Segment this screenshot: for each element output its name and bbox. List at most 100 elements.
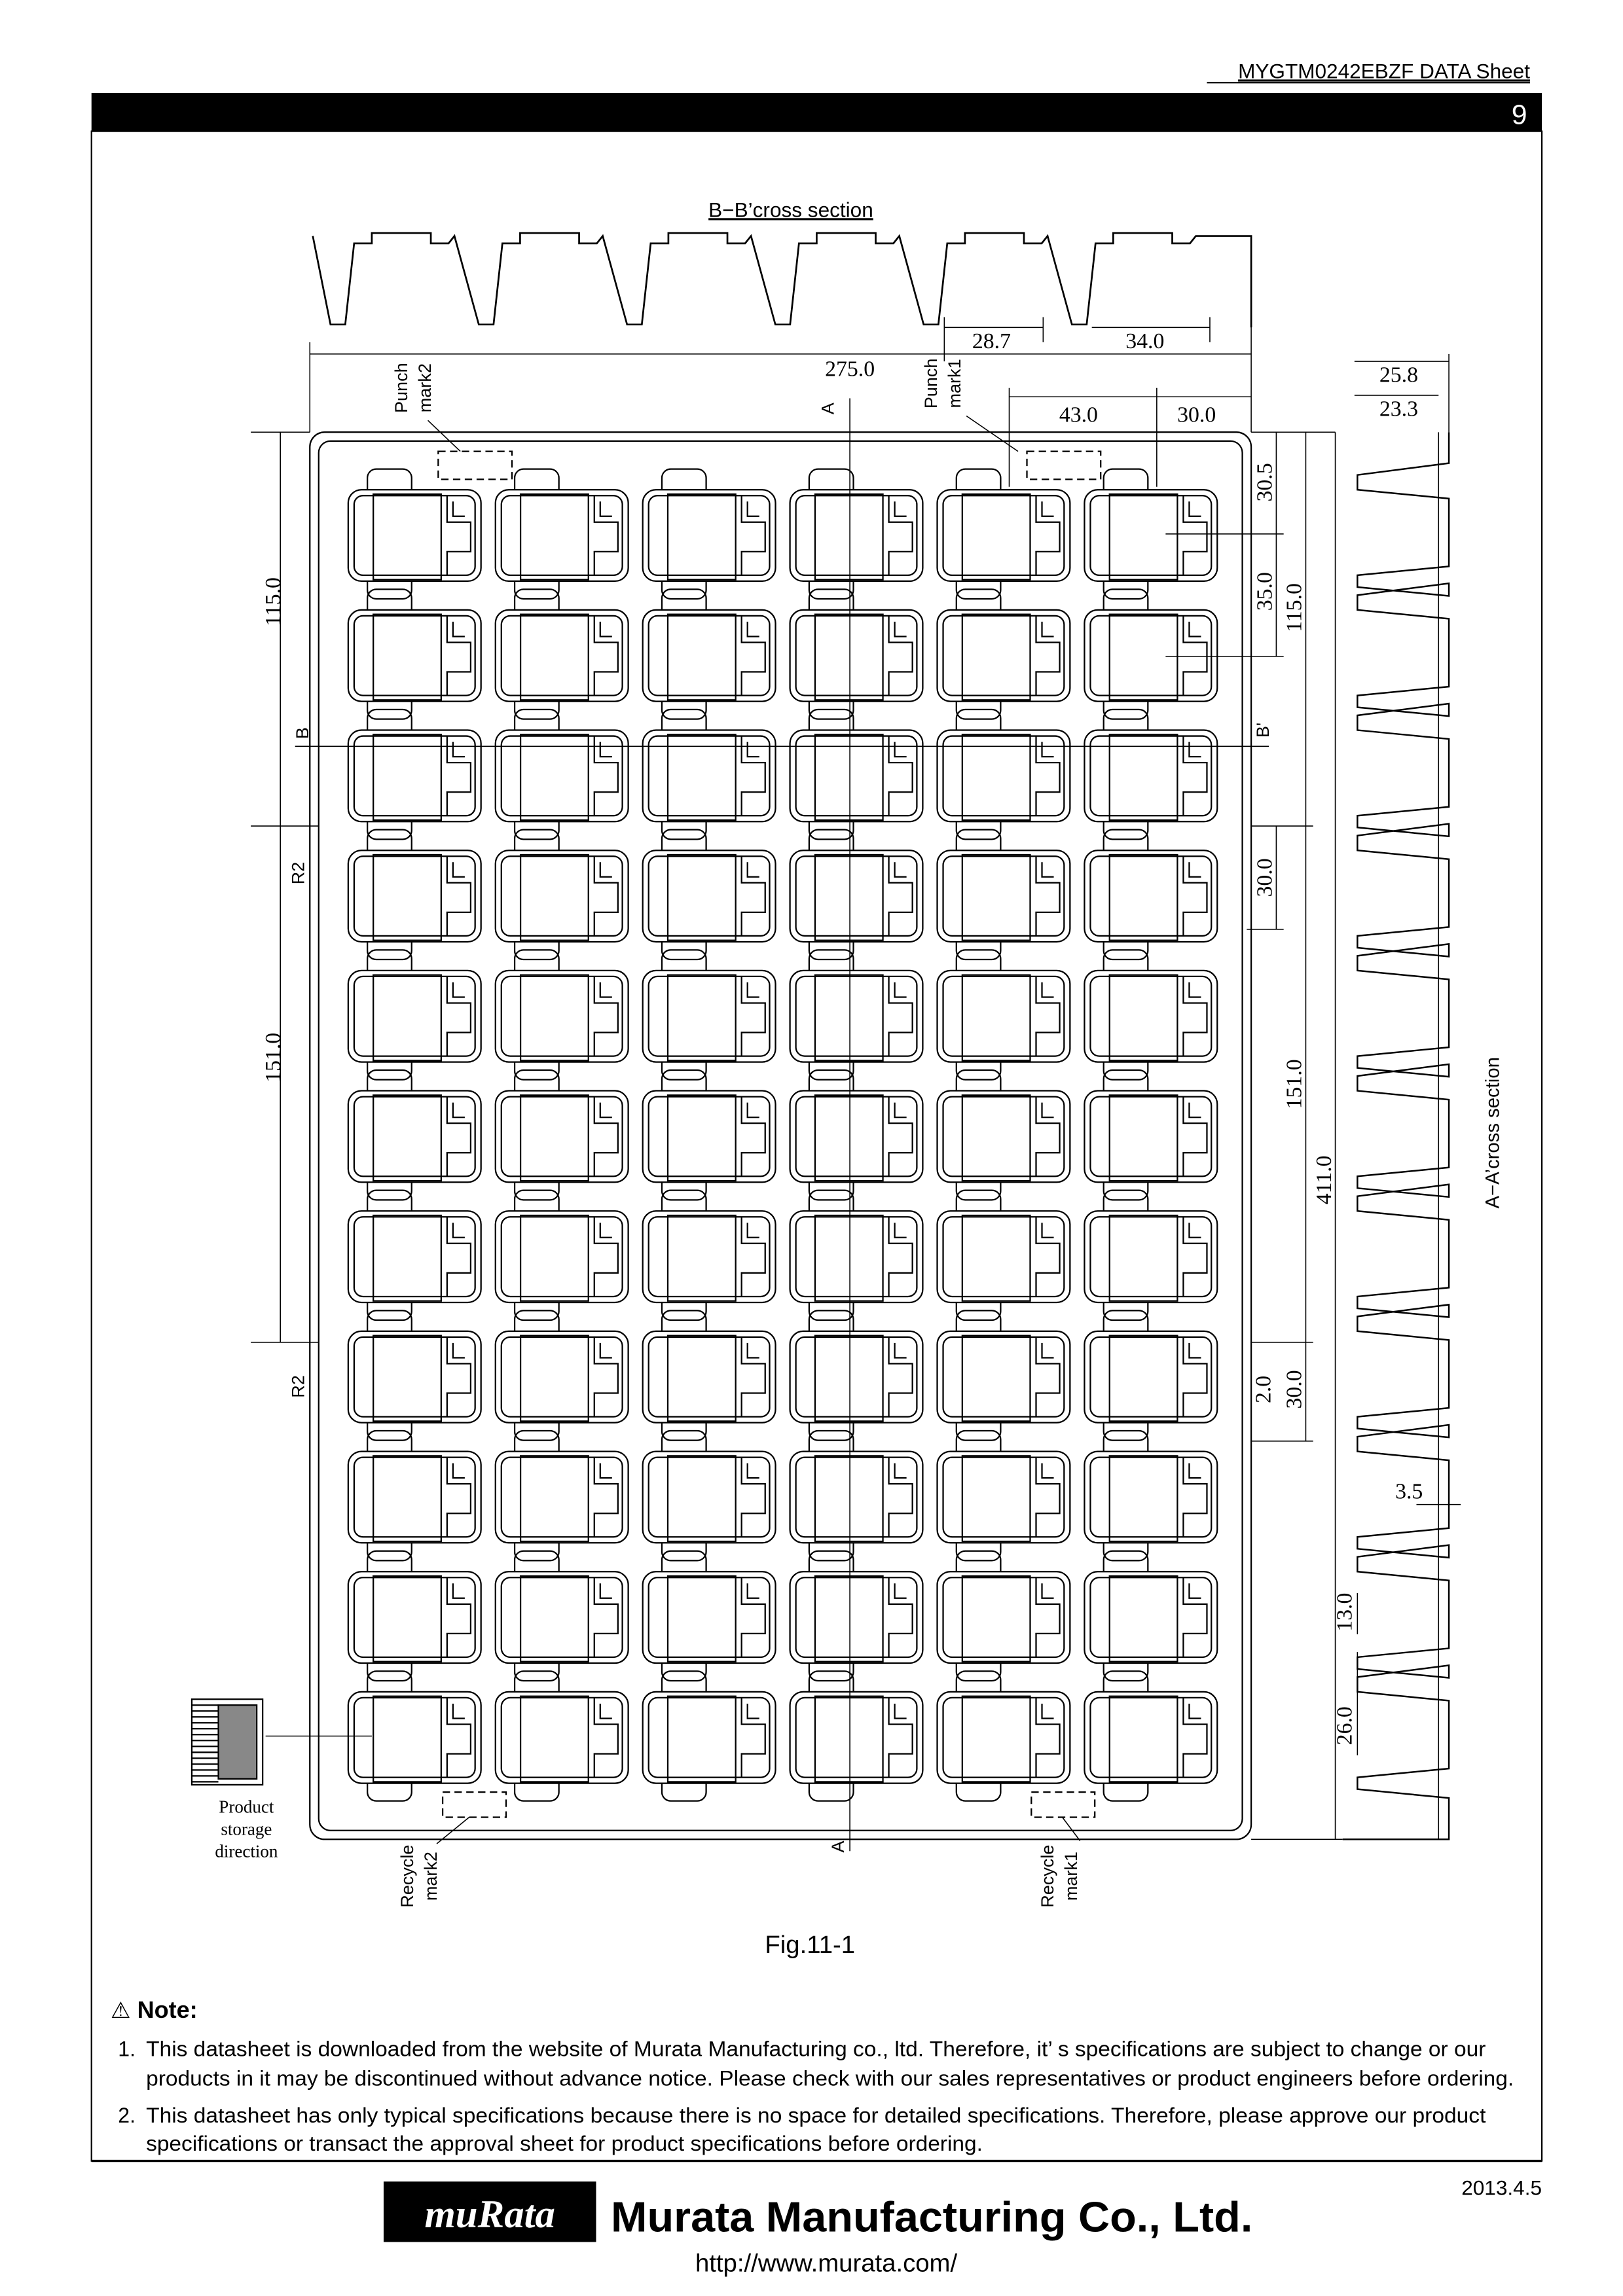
pocket-latch (740, 1457, 766, 1537)
pocket-outline (936, 729, 1071, 823)
pocket-cavity (961, 1335, 1031, 1422)
section-marker-b-left: B (293, 727, 312, 739)
tray-inner-outline (318, 440, 1243, 1831)
pocket-cavity (814, 1575, 884, 1662)
pocket-latch-detail (894, 501, 907, 517)
pocket-latch (446, 1217, 472, 1297)
pocket (789, 588, 924, 720)
pocket-inner-outline (1089, 1577, 1213, 1659)
pocket-latch (1182, 615, 1208, 696)
pocket-cavity (519, 853, 589, 941)
pocket-inner-outline (942, 1336, 1065, 1418)
pocket-cavity (373, 974, 442, 1062)
pocket-cavity (373, 1094, 442, 1182)
pocket-cavity (373, 1575, 442, 1662)
pocket-latch-detail (599, 1102, 612, 1119)
pocket-latch-detail (1188, 621, 1201, 637)
pocket-latch (740, 1217, 766, 1297)
pocket-cavity (519, 613, 589, 701)
pocket-outline (494, 1330, 629, 1424)
pocket-inner-outline (942, 615, 1065, 696)
pocket-inner-outline (500, 735, 623, 817)
pocket (1084, 1189, 1218, 1321)
pocket-inner-outline (353, 1456, 476, 1538)
pocket-inner-outline (1089, 1096, 1213, 1177)
pocket-outline (642, 1450, 776, 1544)
pocket-outline (642, 969, 776, 1063)
pocket-inner-outline (647, 1216, 771, 1298)
pocket (642, 588, 776, 720)
pocket-inner-outline (353, 615, 476, 696)
svg-text:Recycle: Recycle (397, 1845, 417, 1908)
pocket-latch-detail (452, 1223, 465, 1238)
pocket-cavity (1108, 1695, 1178, 1783)
pocket-inner-outline (647, 975, 771, 1057)
pocket-inner-outline (353, 495, 476, 577)
pocket-latch-detail (452, 1583, 465, 1599)
pocket-cavity (1108, 1335, 1178, 1422)
pocket-outline (1084, 489, 1218, 583)
pocket-cavity (666, 1094, 737, 1182)
pocket-inner-outline (500, 975, 623, 1057)
storage-direction-label: Product storage direction (215, 1797, 278, 1861)
pocket-latch (740, 1336, 766, 1417)
company-url: http://www.murata.com/ (695, 2250, 957, 2278)
pocket-cavity (1108, 493, 1178, 581)
pocket-cavity (814, 1335, 884, 1422)
bb-cross-section (312, 232, 1252, 328)
pocket-latch (1035, 736, 1061, 816)
pocket-latch-detail (894, 1223, 907, 1238)
pocket-inner-outline (647, 615, 771, 696)
figure-caption: Fig.11-1 (765, 1931, 855, 1959)
pocket-outline (936, 850, 1071, 943)
pocket-latch (1035, 1217, 1061, 1297)
pocket-latch (446, 1096, 472, 1177)
pocket-inner-outline (942, 855, 1065, 937)
pocket-latch-detail (1041, 982, 1054, 998)
dim-115-0-right: 115.0 (1283, 583, 1307, 632)
pocket (1084, 468, 1218, 600)
pocket-latch (1035, 856, 1061, 936)
pocket-cavity (961, 1455, 1031, 1543)
pocket-latch-detail (894, 982, 907, 998)
pocket-latch (593, 1697, 619, 1778)
pocket (347, 829, 482, 961)
pocket-latch-detail (452, 621, 465, 637)
pocket-inner-outline (942, 1096, 1065, 1177)
pocket-cavity (961, 1695, 1031, 1783)
pocket-inner-outline (500, 1216, 623, 1298)
pocket-cavity (814, 1094, 884, 1182)
pocket (494, 1310, 629, 1441)
pocket-cavity (519, 1094, 589, 1182)
pocket-latch-detail (746, 1102, 759, 1119)
pocket-outline (642, 729, 776, 823)
pocket (347, 1069, 482, 1201)
pocket-outline (347, 1691, 482, 1784)
pocket-latch-detail (1041, 1463, 1054, 1479)
section-marker-a-top: A (818, 403, 837, 414)
pocket-cavity (1108, 1455, 1178, 1543)
company-name: Murata Manufacturing Co., Ltd. (611, 2193, 1252, 2241)
pocket-latch-detail (746, 1703, 759, 1719)
pocket-cavity (666, 1575, 737, 1662)
pocket-outline (1084, 609, 1218, 702)
svg-text:Product: Product (219, 1797, 274, 1817)
aa-section-title: A−A’cross section (1482, 1057, 1504, 1208)
pocket-cavity (814, 1455, 884, 1543)
pocket-inner-outline (942, 495, 1065, 577)
pocket (347, 1429, 482, 1562)
pocket-cavity (961, 853, 1031, 941)
pocket-cavity (519, 1575, 589, 1662)
pocket-inner-outline (942, 1577, 1065, 1659)
pocket-outline (789, 1691, 924, 1784)
pocket-latch-detail (894, 1463, 907, 1479)
pocket (1084, 1670, 1218, 1802)
pocket (494, 708, 629, 840)
pocket (789, 1310, 924, 1441)
pocket-outline (494, 609, 629, 702)
pocket (642, 949, 776, 1081)
pocket-outline (936, 489, 1071, 583)
note-item-1-line-1: This datasheet is downloaded from the we… (146, 2037, 1486, 2061)
pocket-latch-detail (894, 621, 907, 637)
